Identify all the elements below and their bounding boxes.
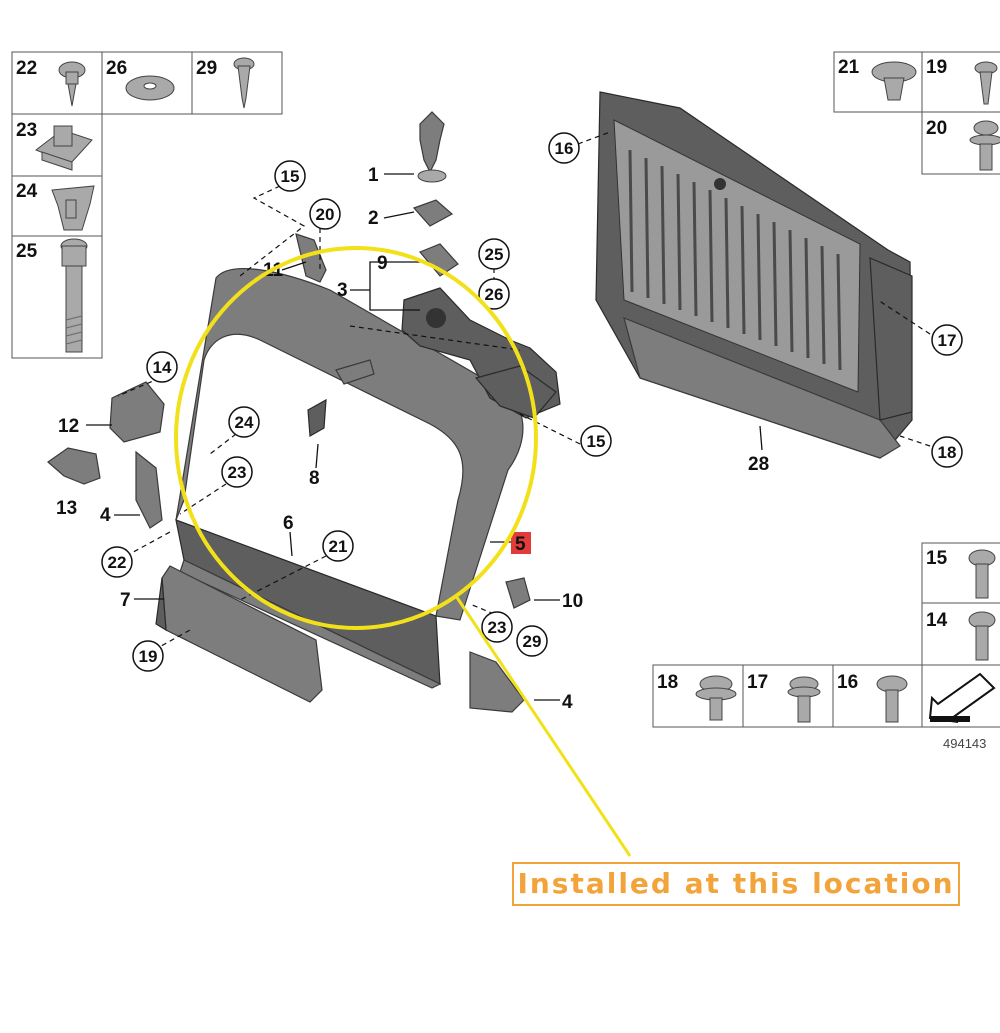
screw-15-icon [968, 549, 996, 599]
fastener-table-left: 22 26 29 23 24 25 [11, 51, 283, 359]
circled-labels [101, 132, 963, 672]
part-label-4-right: 4 [562, 692, 573, 713]
clip-10-icon [505, 577, 531, 609]
location-highlight [174, 246, 632, 857]
grille-surround [175, 268, 524, 689]
part-label-15: 15 [926, 548, 948, 569]
callout-22: 22 [108, 553, 127, 572]
part-label-29: 29 [196, 58, 217, 79]
trim-4-left-icon [135, 450, 163, 529]
sensor-13-icon [47, 447, 101, 485]
washer-26-icon [125, 75, 175, 101]
callout-15-top: 15 [281, 167, 300, 186]
fastener-table-right-bottom: 15 14 18 17 16 494143 [652, 542, 1000, 751]
callout-23-left: 23 [228, 463, 247, 482]
radiator-grille-assembly [595, 91, 913, 459]
part-label-20: 20 [926, 118, 947, 139]
callout-17: 17 [938, 331, 957, 350]
callout-20: 20 [316, 205, 335, 224]
part-label-13: 13 [56, 498, 77, 519]
direction-arrow-icon [928, 672, 996, 723]
screw-29-icon [233, 57, 255, 109]
part-label-12: 12 [58, 416, 79, 437]
part-label-7: 7 [120, 590, 131, 611]
screw-20-icon [969, 120, 1000, 171]
plain-labels: 1 2 3 9 11 12 13 4 4 6 7 8 10 28 5 [56, 165, 769, 713]
screw-16-icon [876, 675, 908, 723]
callout-26: 26 [485, 285, 504, 304]
spirit-of-ecstasy-icon [417, 111, 447, 183]
part-label-1: 1 [368, 165, 379, 186]
small-parts [47, 111, 561, 713]
screw-22-icon [58, 61, 86, 107]
reference-number: 494143 [943, 736, 986, 751]
part-label-17: 17 [747, 672, 768, 693]
part-label-8: 8 [309, 468, 320, 489]
part-label-6: 6 [283, 513, 294, 534]
part-label-16: 16 [837, 672, 858, 693]
screw-17-icon [787, 676, 821, 723]
callout-21: 21 [329, 537, 348, 556]
part-label-2: 2 [368, 208, 379, 229]
bolt-25-icon [60, 238, 88, 353]
part-label-14: 14 [926, 610, 948, 631]
callout-25: 25 [485, 245, 504, 264]
callout-16: 16 [555, 139, 574, 158]
part-label-26: 26 [106, 58, 127, 79]
callout-14: 14 [153, 358, 172, 377]
cover-cap-icon [412, 199, 454, 227]
part-label-18: 18 [657, 672, 678, 693]
part-label-19: 19 [926, 57, 947, 78]
callout-19: 19 [139, 647, 158, 666]
callout-23-right: 23 [488, 618, 507, 637]
screw-14-icon [968, 611, 996, 661]
part-label-24: 24 [16, 181, 38, 202]
installed-location-callout: Installed at this location [512, 862, 960, 906]
part-label-3: 3 [337, 280, 348, 301]
part-label-21: 21 [838, 57, 860, 78]
part-label-23: 23 [16, 120, 37, 141]
fastener-table-right-top: 21 19 20 [833, 51, 1000, 175]
part-label-9: 9 [377, 253, 388, 274]
arm-11-icon [295, 233, 327, 283]
part-label-5: 5 [515, 534, 526, 555]
callout-24: 24 [235, 413, 254, 432]
screw-18-icon [695, 675, 737, 721]
clip-23-icon [35, 125, 93, 171]
push-clip-21-icon [871, 61, 917, 101]
trim-4-right-icon [469, 651, 525, 713]
license-plate-bracket [155, 565, 323, 703]
circled-label-text: 15 20 25 26 14 24 23 22 21 19 15 23 29 1… [108, 139, 957, 666]
part-label-10: 10 [562, 591, 583, 612]
highlighted-part-marker [511, 532, 531, 554]
bracket-12-icon [109, 381, 165, 443]
part-label-22: 22 [16, 58, 37, 79]
leader-lines [86, 131, 931, 701]
part-label-25: 25 [16, 241, 38, 262]
callout-29: 29 [523, 632, 542, 651]
screw-19-icon [974, 61, 998, 105]
callout-15-right: 15 [587, 432, 606, 451]
actuator-mechanism [401, 287, 561, 419]
clip-24-icon [51, 185, 95, 231]
part-label-28: 28 [748, 454, 769, 475]
part-label-4-left: 4 [100, 505, 111, 526]
callout-18: 18 [938, 443, 957, 462]
